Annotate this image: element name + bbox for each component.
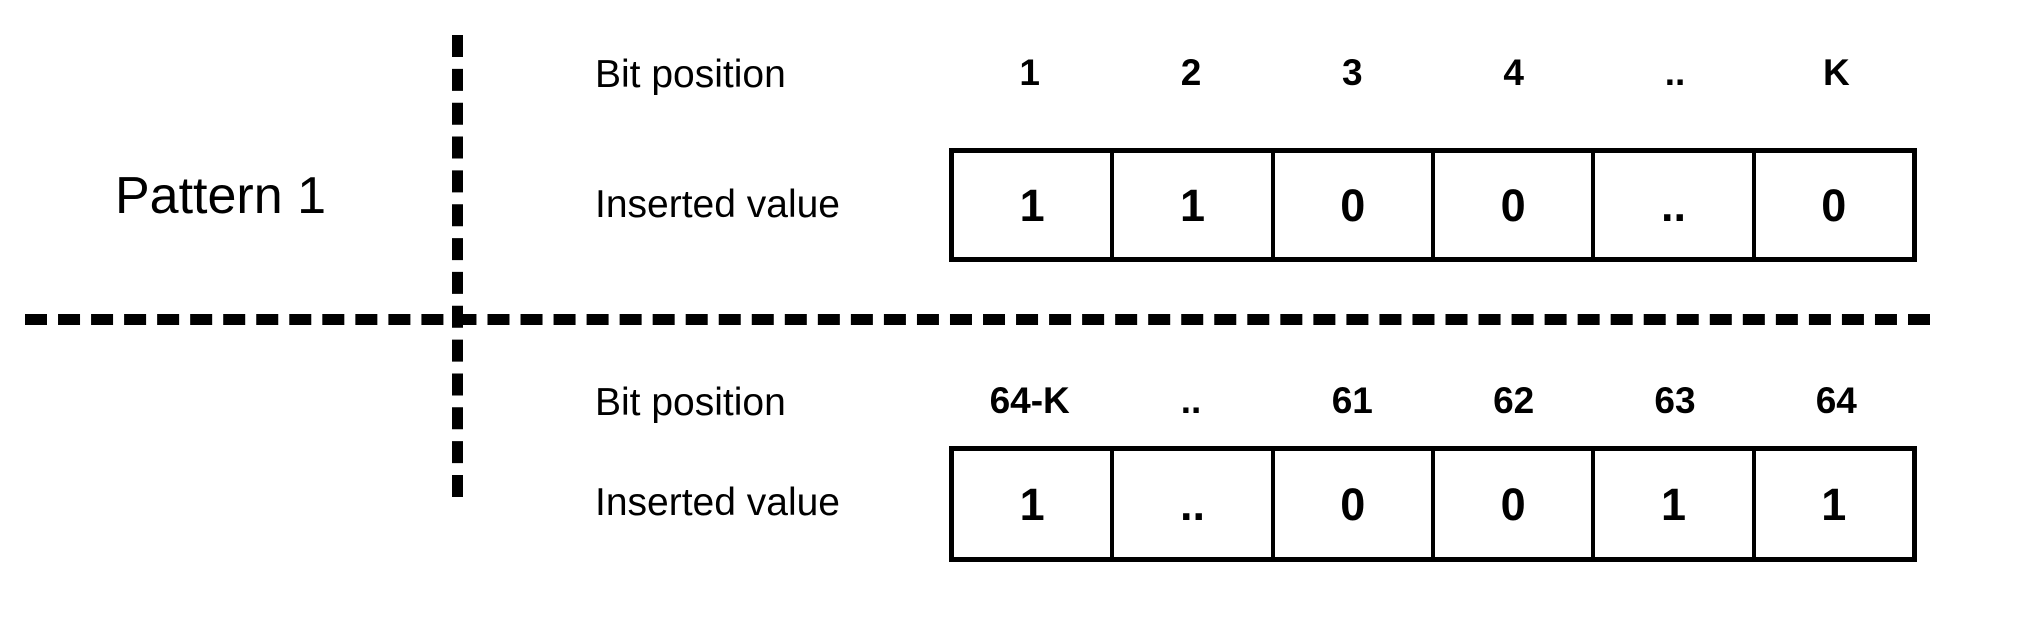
bit-position-cell: 64-K — [989, 379, 1070, 421]
bit-position-cell: 2 — [1180, 51, 1202, 93]
value-cell: 0 — [1275, 153, 1435, 257]
value-cell: 1 — [954, 153, 1115, 257]
value-cell: 0 — [1435, 153, 1596, 257]
pattern-1-title: Pattern 1 — [115, 167, 327, 225]
value-cell: 1 — [1114, 153, 1275, 257]
value-cell: 0 — [1275, 451, 1435, 557]
bit-position-cell: 1 — [1019, 51, 1040, 93]
bit-position-cell: K — [1822, 51, 1850, 93]
pattern-1-inserted-value-label: Inserted value — [595, 183, 840, 226]
bit-position-cell: .. — [1664, 51, 1686, 93]
pattern-1-bit-position-label: Bit position — [595, 53, 786, 96]
pattern-1-block: Pattern 1 Bit position 1 2 3 4 .. K Inse… — [0, 0, 2034, 313]
value-cell: 1 — [1821, 478, 1847, 530]
value-cell: .. — [1595, 153, 1756, 257]
bit-position-cell: 64 — [1815, 379, 1857, 421]
pattern-2-block: Pattern 2 Bit position 64-K .. 61 62 63 … — [0, 298, 2034, 627]
bit-position-cell: 3 — [1342, 51, 1363, 93]
value-cell: 0 — [1435, 451, 1596, 557]
pattern-2-value-table: 1 .. 0 0 1 1 — [949, 446, 1917, 562]
bit-position-cell: 62 — [1493, 379, 1535, 421]
value-cell: 1 — [1595, 451, 1756, 557]
pattern-2-inserted-value-label: Inserted value — [595, 481, 840, 524]
bit-position-cell: .. — [1180, 379, 1202, 421]
pattern-1-value-table: 1 1 0 0 .. 0 — [949, 148, 1917, 262]
bit-position-cell: 63 — [1654, 379, 1696, 421]
bit-position-cell: 4 — [1503, 51, 1524, 93]
pattern-2-bit-position-header: 64-K .. 61 62 63 64 — [949, 376, 1917, 424]
pattern-2-bit-position-label: Bit position — [595, 381, 786, 424]
value-cell: .. — [1114, 451, 1275, 557]
value-cell: 0 — [1821, 179, 1847, 231]
pattern-1-bit-position-header: 1 2 3 4 .. K — [949, 48, 1917, 96]
vertical-dashed-divider — [452, 35, 463, 497]
value-cell: 1 — [954, 451, 1115, 557]
horizontal-dashed-divider — [25, 314, 1930, 325]
bit-position-cell: 61 — [1331, 379, 1373, 421]
